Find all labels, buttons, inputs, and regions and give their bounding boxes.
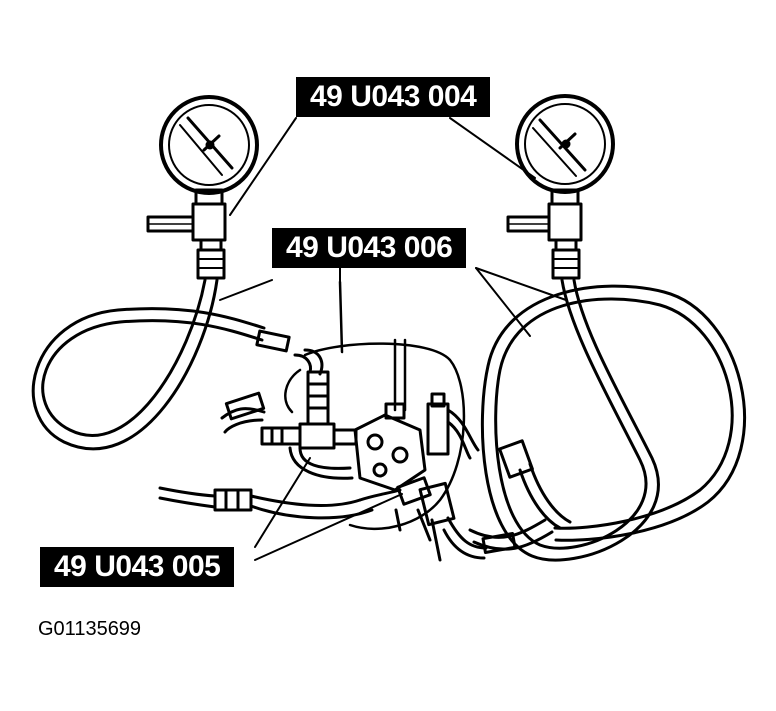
hose-fitting-icon xyxy=(255,329,534,554)
tee-fitting-icon xyxy=(220,348,358,480)
left-hose xyxy=(31,278,266,451)
manifold-icon xyxy=(353,402,427,492)
label-gauge-set: 49 U043 004 xyxy=(296,77,491,117)
figure-id: G01135699 xyxy=(38,618,142,640)
leader-lines xyxy=(219,117,567,561)
label-adapter-set: 49 U043 005 xyxy=(40,547,235,587)
inlet-line xyxy=(158,486,402,520)
outlet-hose xyxy=(468,462,572,551)
right-adapter-icon xyxy=(394,392,488,562)
right-hose xyxy=(480,278,746,562)
right-pressure-gauge-icon xyxy=(506,94,615,280)
tank-outline xyxy=(284,280,466,531)
left-pressure-gauge-icon xyxy=(146,95,259,280)
label-hose-set: 49 U043 006 xyxy=(272,228,467,268)
